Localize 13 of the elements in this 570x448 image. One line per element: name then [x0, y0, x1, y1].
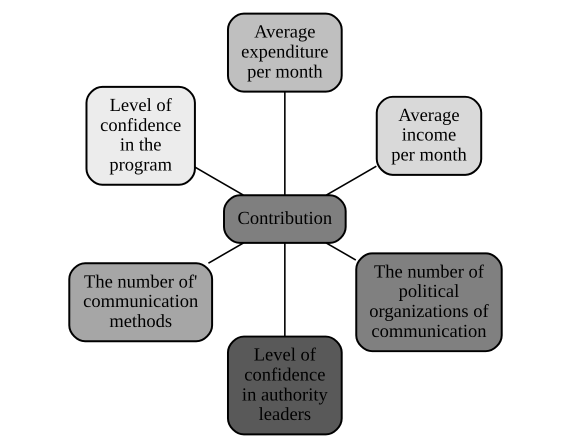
node-box: Level of confidence in authority leaders: [226, 336, 342, 436]
connector: [194, 166, 244, 196]
node-box: Average expenditure per month: [226, 12, 342, 93]
connector: [284, 92, 286, 196]
node-box: Level of confidence in the program: [84, 86, 196, 186]
connector: [325, 242, 356, 261]
connector: [325, 166, 376, 196]
connector: [208, 242, 244, 264]
node-box: The number of' communication methods: [68, 262, 213, 342]
node-box: The number of political organizations of communication: [354, 252, 502, 352]
node-box: Average income per month: [375, 96, 482, 176]
connector: [284, 242, 286, 336]
node-box: Contribution: [222, 194, 346, 244]
